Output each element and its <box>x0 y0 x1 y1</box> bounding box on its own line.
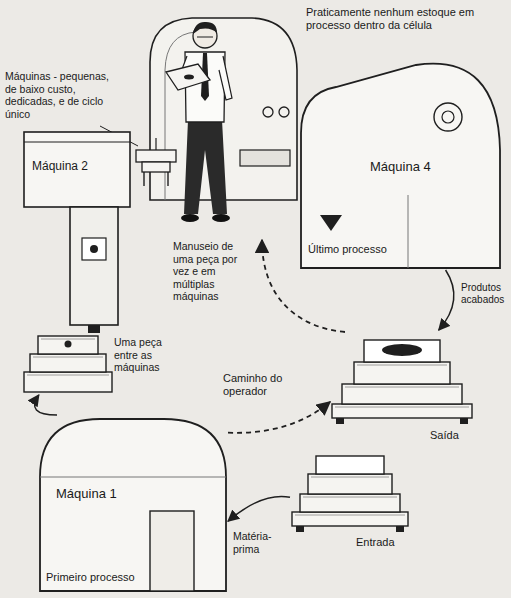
machine-name: Máquina 1 <box>56 487 117 502</box>
input-pallet: Entrada <box>290 450 410 555</box>
machine-4: Máquina 4 Último processo <box>298 55 503 270</box>
annotation: Matéria-prima <box>232 530 288 555</box>
machine-outline <box>38 415 228 592</box>
flow-arrow <box>439 270 454 330</box>
note: Praticamente nenhum estoque em processo … <box>305 6 507 32</box>
machine-name: Máquina 4 <box>370 160 431 175</box>
machine-name: Máquina 2 <box>32 160 88 174</box>
flow-arrow <box>228 496 290 521</box>
note: Máquinas - pequenas, de baixo custo, ded… <box>4 70 114 120</box>
annotation: Produtos acabados <box>460 282 508 306</box>
process-name: Último processo <box>308 243 387 256</box>
output-pallet: Saída <box>330 330 475 450</box>
process-name: Primeiro processo <box>46 571 135 584</box>
operator-figure <box>166 22 232 222</box>
annotation: Caminho do operador <box>222 372 286 398</box>
operator-path <box>228 402 330 433</box>
machine-1: Máquina 1 Primeiro processo <box>38 415 228 592</box>
work-stand <box>136 138 176 186</box>
machine-name: Entrada <box>356 536 395 549</box>
annotation: Uma peça entre as máquinas <box>113 336 167 374</box>
annotation: Manuseio de uma peça por vez e em múltip… <box>172 240 252 303</box>
flow-arrow <box>35 395 57 415</box>
machine-name: Saída <box>430 429 459 442</box>
